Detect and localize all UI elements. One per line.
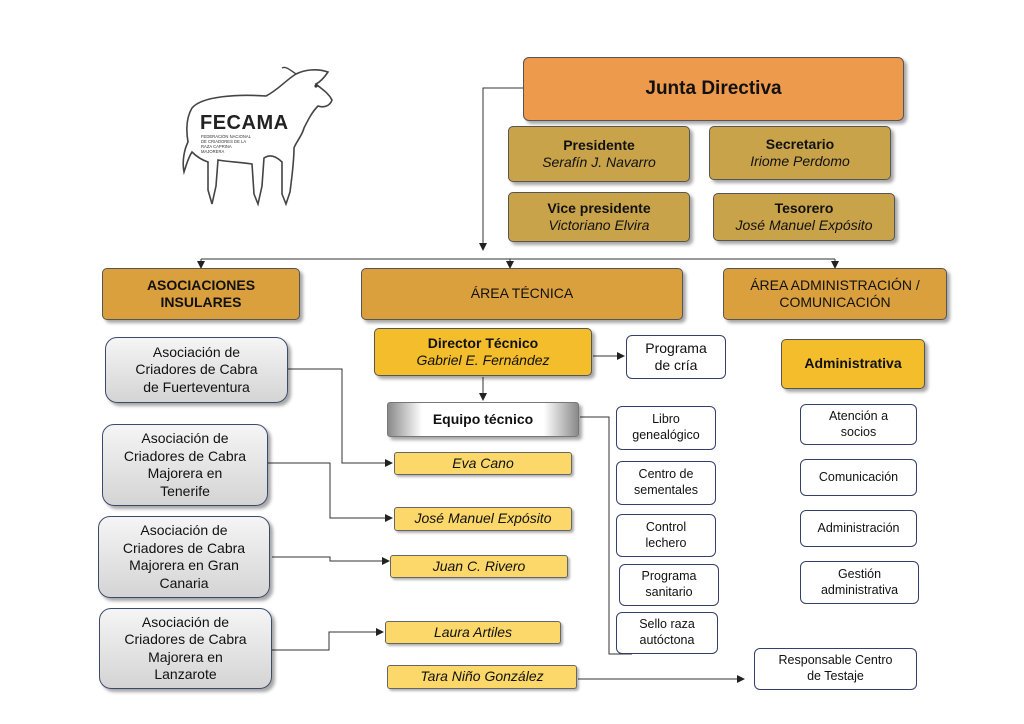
tesorero-name: José Manuel Expósito bbox=[735, 217, 873, 233]
area-administracion-line1: ÁREA ADMINISTRACIÓN / bbox=[750, 276, 920, 293]
connector-junta-to-tecnica bbox=[479, 87, 523, 251]
presidente-name: Serafín J. Navarro bbox=[542, 154, 656, 170]
programa-cria-line1: Programa bbox=[645, 339, 707, 356]
program-line: Centro de bbox=[638, 467, 694, 482]
asociacion-gran-canaria-line: Majorera en Gran bbox=[129, 557, 239, 573]
program-line: sementales bbox=[634, 483, 698, 497]
team-member-box: José Manuel Expósito bbox=[394, 507, 572, 531]
responsable-testaje-box: Responsable Centro de Testaje bbox=[754, 648, 917, 690]
asociacion-lanzarote-line: Criadores de Cabra bbox=[124, 631, 247, 647]
logo-subtitle: FEDERACIÓN NACIONAL DE CRIADORES DE LA R… bbox=[201, 134, 252, 154]
admin-item-line: Comunicación bbox=[818, 469, 899, 484]
program-line: sanitario bbox=[645, 585, 693, 599]
admin-item-box: Comunicación bbox=[800, 459, 917, 496]
secretario-name: Iriome Perdomo bbox=[750, 153, 850, 169]
program-line: lechero bbox=[645, 535, 687, 550]
equipo-tecnico-title: Equipo técnico bbox=[432, 410, 534, 427]
director-tecnico-name: Gabriel E. Fernández bbox=[416, 352, 550, 368]
team-member-box: Tara Niño González bbox=[387, 665, 577, 689]
secretario-box: Secretario Iriome Perdomo bbox=[709, 126, 891, 180]
asociacion-tenerife-line: Criadores de Cabra bbox=[123, 447, 247, 464]
program-box: Sello raza autóctona bbox=[616, 612, 718, 654]
logo-text: FECAMA bbox=[200, 112, 289, 134]
connector-assoc2 bbox=[268, 462, 393, 522]
presidente-role: Presidente bbox=[563, 136, 635, 153]
administrativa-box: Administrativa bbox=[781, 339, 925, 389]
team-member-name: Eva Cano bbox=[452, 454, 514, 471]
asociacion-lanzarote-box: Asociación de Criadores de Cabra Majorer… bbox=[99, 608, 272, 689]
junta-directiva-title: Junta Directiva bbox=[645, 78, 782, 100]
asociacion-fuerteventura-box: Asociación de Criadores de Cabra de Fuer… bbox=[105, 337, 288, 403]
program-line: Sello raza bbox=[639, 617, 695, 632]
asociacion-gran-canaria-line: Criadores de Cabra bbox=[122, 539, 246, 556]
asociacion-tenerife-line: Majorera en bbox=[147, 465, 223, 481]
fecama-logo: FECAMA FEDERACIÓN NACIONAL DE CRIADORES … bbox=[178, 66, 338, 212]
program-line: Programa bbox=[641, 569, 697, 584]
program-line: genealógico bbox=[632, 428, 700, 442]
area-administracion-line2: COMUNICACIÓN bbox=[779, 294, 891, 310]
program-box: Libro genealógico bbox=[616, 406, 716, 450]
asociacion-lanzarote-line: Majorera en bbox=[148, 648, 223, 665]
team-member-name: Tara Niño González bbox=[420, 668, 544, 685]
asociacion-fuerteventura-line: de Fuerteventura bbox=[143, 378, 250, 395]
admin-item-line: Administración bbox=[817, 520, 900, 535]
team-member-box: Eva Cano bbox=[394, 452, 572, 475]
area-administracion-box: ÁREA ADMINISTRACIÓN / COMUNICACIÓN bbox=[723, 268, 947, 320]
asociacion-gran-canaria-line: Asociación de bbox=[140, 522, 228, 538]
asociacion-fuerteventura-line: Criadores de Cabra bbox=[135, 361, 258, 378]
presidente-box: Presidente Serafín J. Navarro bbox=[508, 126, 690, 182]
admin-item-box: Administración bbox=[800, 510, 917, 547]
administrativa-title: Administrativa bbox=[804, 355, 902, 372]
admin-item-box: Gestión administrativa bbox=[800, 561, 919, 604]
asociacion-tenerife-line: Tenerife bbox=[160, 482, 210, 499]
admin-item-line: Atención a bbox=[828, 408, 889, 423]
program-line: Control bbox=[645, 519, 687, 534]
programa-cria-line2: de cría bbox=[654, 357, 698, 373]
asociacion-lanzarote-line: Lanzarote bbox=[154, 666, 217, 682]
tesorero-role: Tesorero bbox=[774, 199, 834, 216]
team-member-name: José Manuel Expósito bbox=[414, 510, 552, 527]
asociacion-gran-canaria-line: Canaria bbox=[159, 574, 209, 591]
asociacion-fuerteventura-line: Asociación de bbox=[152, 343, 241, 360]
responsable-testaje-line1: Responsable Centro bbox=[778, 653, 893, 668]
area-tecnica-box: ÁREA TÉCNICA bbox=[361, 268, 683, 320]
program-box: Control lechero bbox=[616, 514, 716, 557]
responsable-testaje-line2: de Testaje bbox=[807, 669, 864, 683]
connector-assoc3 bbox=[272, 556, 390, 565]
team-member-box: Laura Artiles bbox=[385, 621, 561, 644]
program-line: autóctona bbox=[639, 633, 695, 647]
program-box: Programa sanitario bbox=[619, 564, 719, 606]
asociaciones-insulares-title: ASOCIACIONES INSULARES bbox=[146, 276, 256, 311]
program-line: Libro bbox=[652, 412, 680, 427]
connector-assoc1 bbox=[288, 368, 393, 467]
vicepresidente-box: Vice presidente Victoriano Elvira bbox=[508, 192, 690, 242]
connector-equipo-to-programs bbox=[580, 416, 632, 655]
program-box: Centro de sementales bbox=[616, 461, 716, 505]
team-member-box: Juan C. Rivero bbox=[390, 555, 568, 578]
admin-item-line: Gestión bbox=[837, 566, 882, 581]
asociacion-tenerife-box: Asociación de Criadores de Cabra Majorer… bbox=[102, 424, 268, 506]
vicepresidente-name: Victoriano Elvira bbox=[548, 217, 650, 233]
connector-assoc4 bbox=[272, 628, 384, 651]
goat-icon bbox=[182, 66, 333, 207]
team-member-name: Laura Artiles bbox=[433, 623, 513, 640]
asociaciones-insulares-box: ASOCIACIONES INSULARES bbox=[102, 268, 300, 320]
admin-item-line: administrativa bbox=[820, 582, 899, 597]
admin-item-line: socios bbox=[840, 424, 877, 439]
tesorero-box: Tesorero José Manuel Expósito bbox=[713, 193, 895, 241]
secretario-role: Secretario bbox=[765, 135, 835, 152]
programa-cria-box: Programa de cría bbox=[626, 335, 726, 379]
asociacion-tenerife-line: Asociación de bbox=[141, 430, 229, 446]
vicepresidente-role: Vice presidente bbox=[547, 199, 651, 216]
director-tecnico-role: Director Técnico bbox=[427, 334, 539, 351]
area-tecnica-title: ÁREA TÉCNICA bbox=[470, 285, 574, 302]
director-tecnico-box: Director Técnico Gabriel E. Fernández bbox=[374, 328, 592, 376]
asociacion-lanzarote-line: Asociación de bbox=[141, 613, 230, 630]
asociacion-gran-canaria-box: Asociación de Criadores de Cabra Majorer… bbox=[98, 516, 270, 598]
team-member-name: Juan C. Rivero bbox=[432, 557, 526, 574]
equipo-tecnico-box: Equipo técnico bbox=[387, 402, 579, 437]
junta-directiva-box: Junta Directiva bbox=[523, 57, 904, 121]
admin-item-box: Atención a socios bbox=[800, 404, 917, 445]
